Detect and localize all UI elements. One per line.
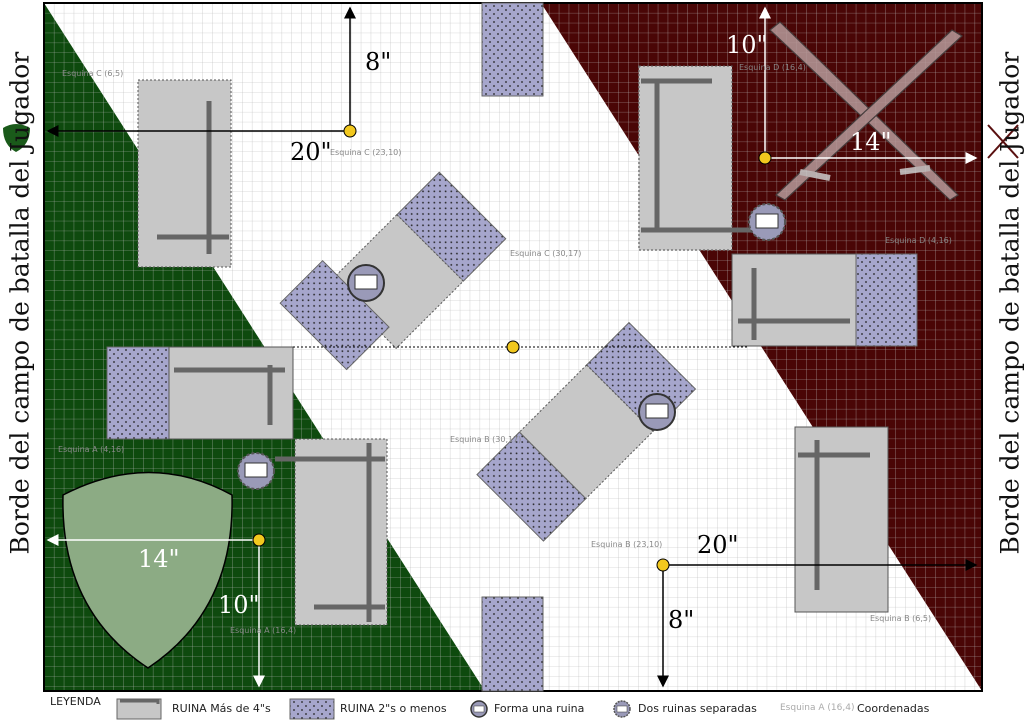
ruin-large bbox=[794, 426, 889, 613]
legend-ruin-small-swatch bbox=[289, 698, 335, 720]
legend: LEYENDA RUINA Más de 4"s RUINA 2"s o men… bbox=[0, 691, 1024, 721]
coord-label: Esquina B (6,5) bbox=[870, 614, 931, 623]
measure-top-horizontal: 20" bbox=[290, 138, 332, 166]
legend-coord-example: Esquina A (16,4) bbox=[780, 703, 855, 713]
ruin-marker-icon bbox=[638, 393, 676, 431]
ruin-small bbox=[481, 2, 544, 97]
measure-bottom-vertical: 8" bbox=[668, 606, 694, 634]
legend-coordinates-label: Coordenadas bbox=[857, 702, 930, 715]
coord-label: Esquina B (23,10) bbox=[591, 540, 662, 549]
ruin-diagonal-upper bbox=[279, 171, 507, 371]
ruin-large bbox=[275, 438, 388, 626]
player-edge-label-left: Borde del campo de batalla del Jugador bbox=[5, 51, 35, 555]
player-edge-label-right: Borde del campo de batalla del Jugador bbox=[995, 51, 1024, 555]
ruin-large bbox=[638, 65, 752, 251]
coord-label: Esquina A (16,4) bbox=[230, 626, 296, 635]
coord-label: Esquina D (16,4) bbox=[739, 63, 806, 72]
two-ruins-marker-icon bbox=[237, 452, 275, 490]
measure-right-vertical: 10" bbox=[726, 31, 768, 59]
legend-title: LEYENDA bbox=[50, 695, 101, 708]
legend-ruin-small-label: RUINA 2"s o menos bbox=[340, 702, 447, 715]
two-ruins-marker-icon bbox=[748, 203, 786, 241]
shield-icon bbox=[62, 471, 233, 669]
objective-marker bbox=[758, 151, 772, 165]
ruin-large bbox=[137, 79, 232, 268]
legend-two-ruins-label: Dos ruinas separadas bbox=[638, 702, 757, 715]
coord-label: Esquina C (6,5) bbox=[62, 69, 123, 78]
measure-top-vertical: 8" bbox=[365, 48, 391, 76]
objective-marker bbox=[252, 533, 266, 547]
legend-two-ruins-icon bbox=[613, 700, 631, 718]
measure-right-horizontal: 14" bbox=[850, 128, 892, 156]
coord-label: Esquina C (23,10) bbox=[330, 148, 401, 157]
objective-marker bbox=[506, 340, 520, 354]
ruin-marker-icon bbox=[347, 264, 385, 302]
measure-left-vertical: 10" bbox=[218, 591, 260, 619]
ruin-small bbox=[481, 596, 544, 692]
coord-label: Esquina A (4,16) bbox=[58, 445, 124, 454]
objective-marker bbox=[656, 558, 670, 572]
measure-bottom-horizontal: 20" bbox=[697, 531, 739, 559]
coord-label: Esquina D (4,16) bbox=[885, 236, 952, 245]
player-shield-icon bbox=[3, 124, 30, 152]
legend-one-ruin-label: Forma una ruina bbox=[494, 702, 585, 715]
measure-left-horizontal: 14" bbox=[138, 545, 180, 573]
coord-label: Esquina C (30,17) bbox=[510, 249, 581, 258]
legend-ruin-large-swatch bbox=[116, 698, 162, 720]
enemy-swords-icon bbox=[987, 124, 1019, 159]
ruin-large bbox=[106, 346, 294, 440]
coord-label: Esquina B (30,17) bbox=[450, 435, 521, 444]
ruin-large bbox=[731, 253, 918, 347]
legend-one-ruin-icon bbox=[470, 700, 488, 718]
legend-ruin-large-label: RUINA Más de 4"s bbox=[172, 702, 271, 715]
objective-marker bbox=[343, 124, 357, 138]
